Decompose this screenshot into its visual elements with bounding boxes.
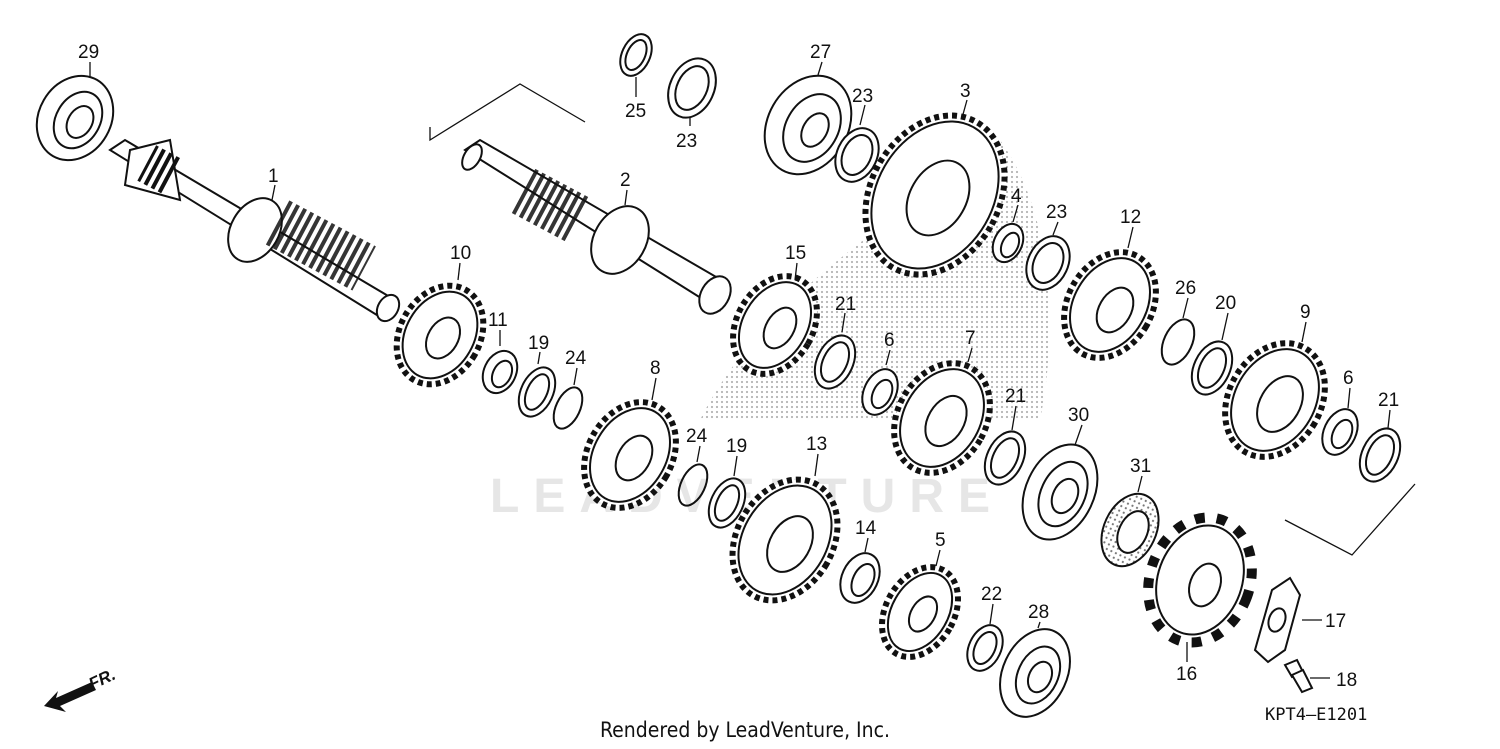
part-label-19a: 19 [528, 333, 549, 354]
part-label-5: 5 [935, 530, 946, 551]
retainer-plate-17 [1253, 576, 1302, 664]
part-label-18: 18 [1336, 670, 1357, 691]
part-label-25: 25 [625, 101, 646, 122]
oil-seal-31 [1100, 492, 1160, 568]
needle-bearing-14 [839, 552, 881, 604]
part-label-4: 4 [1011, 186, 1022, 207]
part-label-1: 1 [268, 166, 279, 187]
part-label-9: 9 [1300, 302, 1311, 323]
bolt-18 [1283, 658, 1314, 694]
front-arrow-icon [44, 682, 96, 712]
circlip-26 [1160, 318, 1196, 366]
part-label-28: 28 [1028, 602, 1049, 623]
part-label-20: 20 [1215, 293, 1236, 314]
part-label-6a: 6 [884, 330, 895, 351]
diagram-code: KPT4–E1201 [1265, 705, 1367, 725]
washer-23c [1025, 235, 1071, 291]
reference-bracket-top [429, 83, 586, 142]
part-label-24a: 24 [565, 348, 587, 369]
gear-5 [879, 564, 961, 660]
gear-12 [1061, 249, 1159, 361]
part-label-12: 12 [1120, 207, 1141, 228]
front-direction-indicator: FR. [44, 665, 119, 712]
part-label-17: 17 [1325, 611, 1346, 632]
part-label-23b: 23 [852, 86, 873, 107]
part-label-19b: 19 [726, 436, 747, 457]
washer-23b [834, 127, 880, 183]
reference-lines [429, 83, 1416, 556]
part-label-7: 7 [965, 328, 976, 349]
gear-7 [891, 360, 993, 476]
washer-23a [667, 57, 717, 119]
bearing-30 [1021, 443, 1099, 541]
circlip-24b [677, 463, 709, 507]
part-label-21c: 21 [1378, 390, 1399, 411]
mainshaft-1 [108, 138, 401, 323]
part-label-8: 8 [650, 358, 661, 379]
part-label-13: 13 [806, 434, 827, 455]
gear-15 [730, 273, 820, 377]
part-label-24b: 24 [686, 426, 708, 447]
part-number-labels: 29 1 25 23 27 23 3 2 10 11 19 24 15 21 6… [78, 42, 1399, 691]
bushing-4 [991, 222, 1025, 264]
part-label-2: 2 [620, 170, 631, 191]
part-label-22: 22 [981, 584, 1002, 605]
washer-19a [517, 366, 557, 418]
part-label-14: 14 [855, 518, 877, 539]
part-label-3: 3 [960, 81, 971, 102]
washer-20 [1190, 340, 1234, 396]
bushing-6b [1321, 408, 1359, 456]
footer-credit: Rendered by LeadVenture, Inc. [600, 718, 890, 742]
part-label-10: 10 [450, 243, 471, 264]
part-label-15: 15 [785, 243, 806, 264]
bearing-28 [999, 628, 1071, 718]
bushing-6a [861, 368, 899, 416]
gear-13 [729, 476, 841, 604]
part-label-21b: 21 [1005, 386, 1026, 407]
part-label-21a: 21 [835, 294, 856, 315]
part-label-26: 26 [1175, 278, 1196, 299]
bearing-29 [35, 74, 115, 162]
gear-3 [862, 112, 1008, 278]
part-label-6b: 6 [1343, 368, 1354, 389]
bushing-11 [481, 349, 519, 395]
washer-21a [813, 334, 857, 390]
part-label-29: 29 [78, 42, 99, 63]
part-label-11: 11 [488, 310, 508, 331]
part-label-16: 16 [1176, 664, 1197, 685]
gear-8 [581, 399, 679, 511]
sprocket-16 [1143, 512, 1257, 648]
circlip-24a [552, 386, 584, 430]
gear-10 [393, 282, 487, 388]
reference-bracket-right [1284, 483, 1416, 556]
part-label-30: 30 [1068, 405, 1089, 426]
washer-22 [966, 624, 1004, 672]
snap-ring-25 [619, 33, 653, 77]
washer-19b [707, 477, 747, 529]
washer-21c [1358, 427, 1402, 483]
washer-21b [983, 430, 1027, 486]
leader-lines [89, 61, 1391, 679]
part-label-23a: 23 [676, 131, 697, 152]
part-label-27: 27 [810, 42, 831, 63]
gear-9 [1222, 340, 1328, 460]
part-label-31: 31 [1130, 456, 1151, 477]
part-label-23c: 23 [1046, 202, 1067, 223]
countershaft-2 [461, 138, 732, 315]
